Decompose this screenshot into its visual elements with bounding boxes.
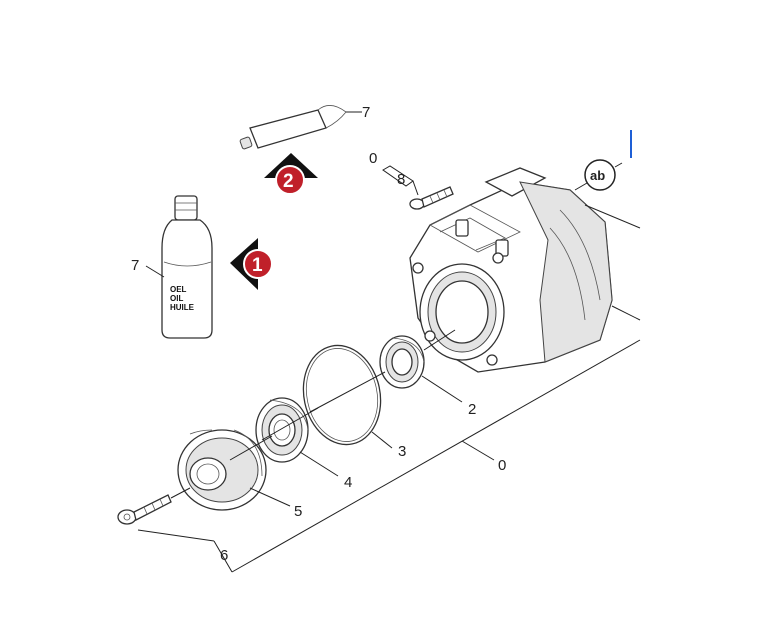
oil-bottle: OEL OIL HUILE: [145, 195, 213, 339]
leader-cover-5: [249, 487, 291, 507]
pump-housing: [409, 167, 641, 373]
leader-cover-bearing: [229, 435, 273, 461]
bottle-label-line-1: OEL: [170, 285, 187, 294]
label-screw-6: 6: [220, 547, 228, 564]
leader-oring-seal: [309, 371, 386, 413]
bearing-cover: [177, 429, 267, 511]
marker-1: 1: [230, 238, 273, 290]
ab-symbol-text: ab: [590, 168, 605, 183]
screw: [117, 487, 191, 525]
label-grease-tube-7: 7: [362, 104, 370, 121]
assembly-bracket-main: [213, 339, 641, 573]
shaft-seal: [379, 335, 425, 389]
grease-tube: [239, 105, 362, 150]
bottle-label-line-3: HUILE: [170, 303, 195, 312]
leader-o-ring-3: [371, 431, 393, 449]
bolt-callout: [382, 165, 419, 196]
leader-seal-2: [421, 375, 463, 403]
label-seal-2: 2: [468, 401, 476, 418]
label-oil-bottle-7: 7: [131, 257, 139, 274]
marker-2-number: 2: [283, 171, 294, 192]
label-cover-5: 5: [294, 503, 302, 520]
leader-housing-seal: [423, 329, 456, 351]
label-assembly-top-0: 0: [369, 150, 377, 167]
label-bolt-8: 8: [397, 171, 405, 188]
leader-bearing-4: [299, 451, 339, 477]
label-o-ring-3: 3: [398, 443, 406, 460]
ball-bearing: [255, 397, 309, 463]
leader-bearing-oring: [261, 407, 319, 441]
bottle-label-line-2: OIL: [170, 294, 183, 303]
bolt: [409, 186, 454, 210]
marker-2: 2: [264, 153, 318, 195]
ab-symbol: ab: [574, 159, 623, 191]
label-bearing-4: 4: [344, 474, 352, 491]
leader-screw-6: [137, 529, 215, 542]
marker-1-number: 1: [252, 255, 263, 276]
label-assembly-main-0: 0: [498, 457, 506, 474]
